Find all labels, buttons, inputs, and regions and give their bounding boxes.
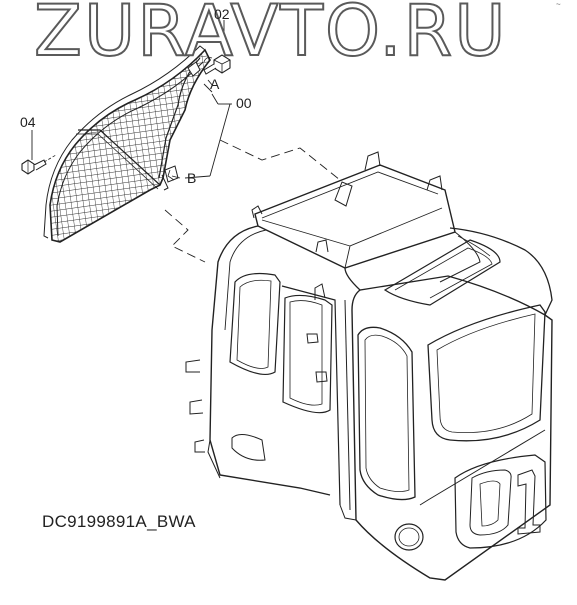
bolt-04 bbox=[22, 130, 56, 174]
assembly-dash-lines bbox=[165, 140, 340, 262]
cab-front-light bbox=[395, 524, 423, 550]
cab-skylight bbox=[385, 240, 500, 305]
callout-detail-a: A bbox=[210, 76, 220, 92]
reinforcement-rod bbox=[78, 130, 160, 185]
callout-part-02: 02 bbox=[214, 6, 230, 22]
cab-left-side bbox=[210, 226, 330, 495]
cab-right-window bbox=[428, 305, 545, 441]
cab-front-upper bbox=[345, 228, 552, 315]
callout-part-00: 00 bbox=[236, 95, 252, 111]
lower-bracket bbox=[165, 166, 178, 182]
watermark-text: ZURAVTO.RU bbox=[33, 0, 508, 72]
cab-door-window bbox=[283, 295, 332, 412]
drawing-code: DC9199891A_BWA bbox=[42, 512, 196, 531]
cab-roof bbox=[255, 165, 455, 268]
operator-cab bbox=[186, 152, 552, 580]
upper-bracket bbox=[188, 62, 200, 76]
bolt-02 bbox=[204, 20, 230, 74]
cab-door bbox=[282, 286, 340, 505]
screen-frame-inner bbox=[57, 62, 203, 236]
screen-frame-outer bbox=[50, 50, 210, 242]
cab-front-windshield bbox=[358, 327, 415, 499]
cab-number-panel bbox=[455, 455, 546, 548]
callout-part-04: 04 bbox=[20, 114, 36, 130]
callout-detail-b: B bbox=[187, 170, 197, 186]
cab-front-frame bbox=[352, 290, 552, 580]
corner-mark: ~ bbox=[556, 0, 561, 9]
cab-side-window-rear bbox=[230, 274, 280, 375]
